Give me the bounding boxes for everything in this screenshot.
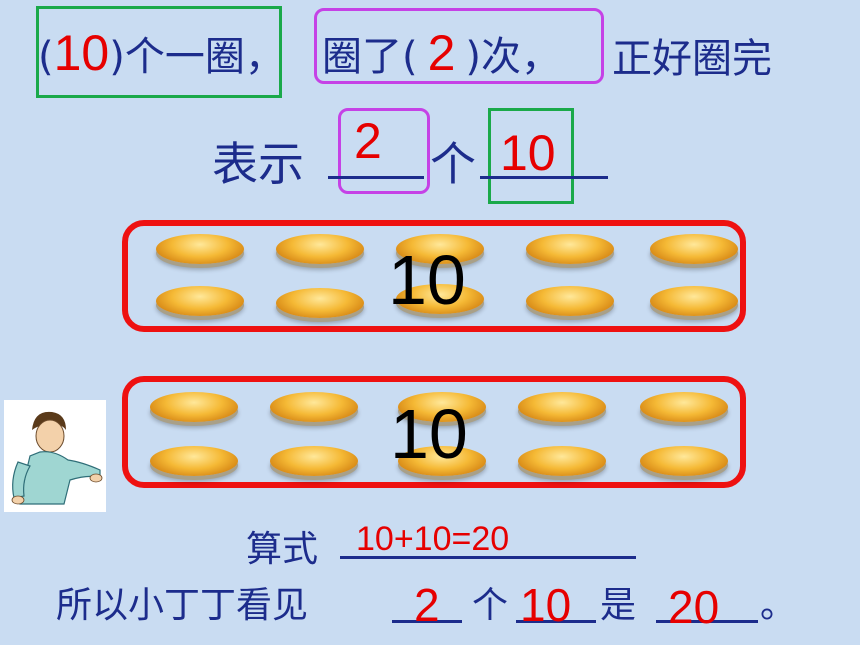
coin-icon xyxy=(640,392,728,422)
groups-frame xyxy=(338,108,430,194)
conclusion-total-blank xyxy=(656,620,758,623)
tail-text: 正好圈完 xyxy=(612,36,772,82)
coin-icon xyxy=(398,392,486,422)
coin-icon xyxy=(526,286,614,316)
equation-blank xyxy=(340,556,636,559)
boy-illustration xyxy=(4,400,106,512)
circle-count-line: 圈了(2)次， xyxy=(322,24,561,82)
coin-icon xyxy=(650,234,738,264)
coin-icon xyxy=(156,286,244,316)
coin-icon xyxy=(650,286,738,316)
group-size-frame xyxy=(36,6,282,98)
coin-icon xyxy=(398,446,486,476)
groups-blank xyxy=(328,176,424,179)
line-one: (10)个一圈， xyxy=(38,24,285,82)
coin-icon xyxy=(518,392,606,422)
equation-prefix: 算式 xyxy=(246,529,319,570)
meaning-groups-value: 2 xyxy=(354,113,382,169)
meaning-prefix: 表示 xyxy=(212,137,304,191)
group-two-label: 10 xyxy=(390,395,468,473)
coin-icon xyxy=(150,446,238,476)
conclusion-end: 。 xyxy=(760,585,797,626)
group-size-value: 10 xyxy=(53,25,110,81)
coin-icon xyxy=(156,234,244,264)
conclusion-unit-blank xyxy=(516,620,596,623)
coin-icon xyxy=(526,234,614,264)
conclusion-total-value: 20 xyxy=(668,581,720,633)
conclusion-unit-value: 10 xyxy=(520,579,572,631)
coin-icon xyxy=(396,234,484,264)
equation-formula: 10+10=20 xyxy=(356,520,510,558)
circle-count-value: 2 xyxy=(427,25,456,81)
coin-icon xyxy=(276,234,364,264)
conclusion-groups-blank xyxy=(392,620,462,623)
coin-icon xyxy=(270,446,358,476)
coin-icon xyxy=(276,288,364,318)
conclusion-groups-value: 2 xyxy=(414,579,440,631)
coin-icon xyxy=(150,392,238,422)
coin-icon xyxy=(396,284,484,314)
group-one-label: 10 xyxy=(388,241,466,319)
meaning-unit-value: 10 xyxy=(500,125,556,181)
unit-blank xyxy=(480,176,608,179)
unit-frame xyxy=(488,108,574,204)
coin-icon xyxy=(640,446,728,476)
coin-group-two: 10 xyxy=(122,376,746,488)
conclusion-is: 是 xyxy=(600,585,637,626)
group-size-text: )个一圈， xyxy=(109,34,285,80)
circled-suffix: )次， xyxy=(465,34,562,80)
meaning-middle: 个 xyxy=(430,137,476,191)
open-paren: ( xyxy=(38,34,54,80)
circle-count-frame xyxy=(314,8,604,84)
coin-group-one: 10 xyxy=(122,220,746,332)
coin-icon xyxy=(518,446,606,476)
conclusion-prefix: 所以小丁丁看见 xyxy=(56,585,309,626)
coin-icon xyxy=(270,392,358,422)
conclusion-middle: 个 xyxy=(472,585,509,626)
circled-prefix: 圈了( xyxy=(322,34,418,80)
